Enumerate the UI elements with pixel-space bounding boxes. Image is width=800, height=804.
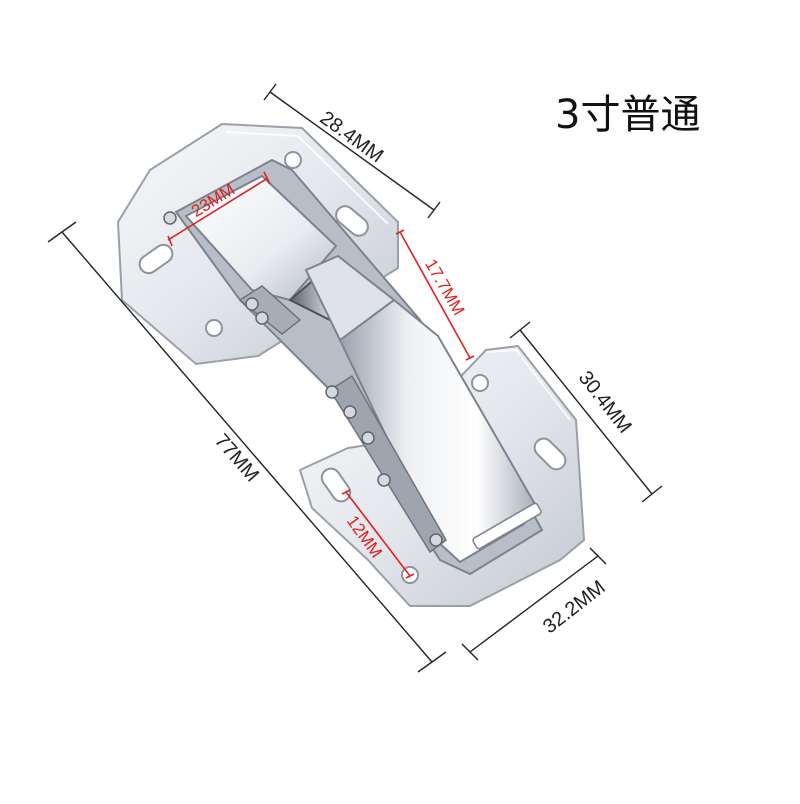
rivet — [361, 431, 375, 445]
red-markers — [167, 171, 475, 579]
rivet — [343, 405, 357, 419]
page-title: 3寸普通 — [555, 92, 701, 138]
rivet — [245, 297, 259, 311]
rivet — [325, 385, 339, 399]
mounting-hole-left — [205, 319, 223, 337]
mounting-slot-upper-right — [335, 205, 369, 237]
rivet — [163, 211, 177, 225]
label-right-height: 30.4MM — [574, 367, 636, 437]
label-total-length: 77MM — [210, 430, 263, 486]
mounting-hole-right — [471, 374, 489, 392]
hinge-arm-assembly — [163, 158, 544, 576]
label-arm-depth: 17.7MM — [421, 256, 468, 319]
mounting-hole-top — [284, 151, 302, 169]
mounting-slot-lower-right — [533, 437, 567, 471]
rivet — [377, 473, 391, 487]
rivet — [255, 311, 269, 325]
dimension-lines — [47, 83, 663, 673]
label-bottom-width: 32.2MM — [539, 576, 609, 638]
rivet — [429, 533, 443, 547]
mounting-slot-upper-left — [138, 243, 174, 275]
